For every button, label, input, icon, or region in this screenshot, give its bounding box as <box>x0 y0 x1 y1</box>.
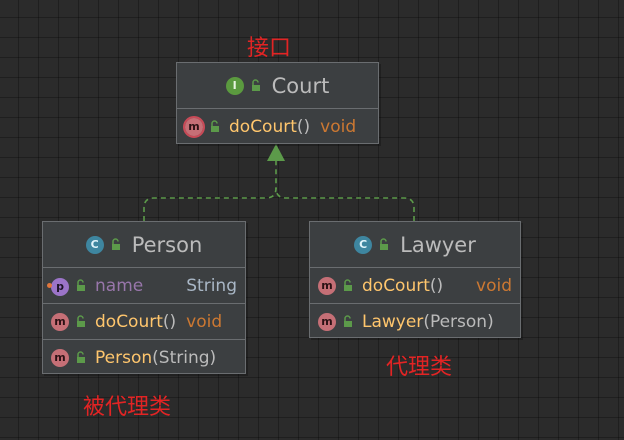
constructor-params: (String) <box>152 347 217 368</box>
person-class-box[interactable]: C Person p name String m doCourt() void … <box>42 221 246 374</box>
court-interface-box[interactable]: I Court m doCourt() void <box>176 62 379 144</box>
field-type: String <box>186 275 237 296</box>
lawyer-implements-court-edge <box>275 187 415 221</box>
subject-annotation: 被代理类 <box>83 395 172 420</box>
unlocked-public-icon <box>111 238 120 250</box>
method-parens: () <box>296 116 311 137</box>
court-method-row[interactable]: m doCourt() void <box>177 109 378 144</box>
interface-annotation: 接口 <box>247 36 292 61</box>
class-name: Person <box>131 232 203 257</box>
person-field-row[interactable]: p name String <box>43 268 245 304</box>
method-icon: m <box>51 312 69 331</box>
method-icon: m <box>318 312 336 331</box>
method-icon: m <box>51 348 69 367</box>
unlocked-public-icon <box>251 79 260 91</box>
method-return-type: void <box>320 116 357 137</box>
unlocked-public-icon <box>77 315 85 327</box>
lawyer-header[interactable]: C Lawyer <box>310 222 520 268</box>
unlocked-public-icon <box>77 351 85 363</box>
person-constructor-row[interactable]: m Person(String) <box>43 340 245 375</box>
property-marker: p <box>47 275 69 296</box>
unlocked-public-icon <box>344 279 352 291</box>
method-parens: () <box>429 275 444 296</box>
class-icon: C <box>354 235 373 254</box>
person-implements-court-edge <box>143 160 277 221</box>
lawyer-class-box[interactable]: C Lawyer m doCourt() void m Lawyer(Perso… <box>309 221 521 338</box>
unlocked-public-icon <box>211 120 219 132</box>
method-return-type: void <box>476 275 512 296</box>
method-icon: m <box>183 115 205 138</box>
realization-arrow-head <box>267 144 285 161</box>
method-parens: () <box>162 311 177 332</box>
unlocked-public-icon <box>77 279 85 291</box>
constructor-params: (Person) <box>423 311 494 332</box>
lawyer-method-row[interactable]: m doCourt() void <box>310 268 520 304</box>
unlocked-public-icon <box>344 315 352 327</box>
person-method-row[interactable]: m doCourt() void <box>43 304 245 340</box>
interface-icon: I <box>225 76 244 95</box>
method-name: doCourt <box>229 116 297 137</box>
proxy-annotation: 代理类 <box>386 355 453 380</box>
class-name: Lawyer <box>400 232 476 257</box>
field-name: name <box>95 275 144 296</box>
method-name: doCourt <box>95 311 163 332</box>
property-icon: p <box>51 277 69 296</box>
person-header[interactable]: C Person <box>43 222 245 268</box>
lawyer-constructor-row[interactable]: m Lawyer(Person) <box>310 304 520 339</box>
method-return-type: void <box>186 311 223 332</box>
method-name: doCourt <box>362 275 430 296</box>
unlocked-public-icon <box>380 238 389 250</box>
constructor-name: Lawyer <box>362 311 424 332</box>
court-header[interactable]: I Court <box>177 63 378 109</box>
class-icon: C <box>85 235 104 254</box>
interface-name: Court <box>271 73 330 98</box>
constructor-name: Person <box>95 347 153 368</box>
method-icon: m <box>318 276 336 295</box>
